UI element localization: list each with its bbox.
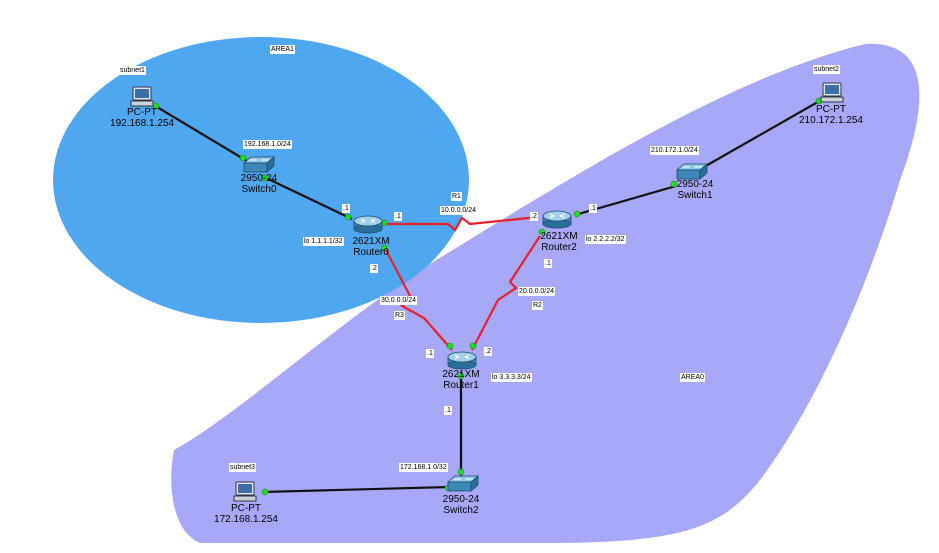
switch1-name: Switch1 xyxy=(677,190,713,201)
lan2-network-label: 172.168.1.0/32 xyxy=(399,463,448,472)
r0-r1-iface: .2 xyxy=(370,264,378,273)
switch1-icon[interactable] xyxy=(676,163,708,181)
pc2-icon[interactable] xyxy=(233,481,257,503)
router0-label: 2621XM Router0 xyxy=(352,236,389,258)
link-router2-router1-serial xyxy=(471,235,541,351)
subnet1-label: subnet1 xyxy=(119,66,146,75)
link-router0-router1-serial xyxy=(385,249,453,351)
r1-network-label: 10.0.0.0/24 xyxy=(440,206,478,215)
switch2-model: 2950-24 xyxy=(442,494,480,505)
r1-r2-iface: .2 xyxy=(484,347,492,356)
pc2-name: 172.168.1.254 xyxy=(214,514,278,525)
port-led xyxy=(261,488,269,496)
switch0-model: 2950-24 xyxy=(240,173,278,184)
switch2-name: Switch2 xyxy=(443,505,479,516)
link-pc2-switch2 xyxy=(261,485,451,494)
r1-r0-iface: .1 xyxy=(426,349,434,358)
router2-name: Router2 xyxy=(541,242,577,253)
switch0-icon[interactable] xyxy=(243,156,275,174)
r2-network-label: 20.0.0.0/24 xyxy=(518,287,556,296)
lan0-network-label: 192.168.1.0/24 xyxy=(243,140,292,149)
r3-network-label: 30.0.0.0/24 xyxy=(380,296,418,305)
switch1-model: 2950-24 xyxy=(676,179,714,190)
router1-icon[interactable] xyxy=(447,350,477,370)
router2-label: 2621XM Router2 xyxy=(540,231,577,253)
port-led xyxy=(670,180,678,188)
switch0-label: 2950-24 Switch0 xyxy=(241,173,278,195)
r2-r1-iface: .1 xyxy=(544,259,552,268)
area1-label: AREA1 xyxy=(270,45,295,54)
port-led xyxy=(457,468,465,476)
router0-name: Router0 xyxy=(353,247,389,258)
switch0-name: Switch0 xyxy=(241,184,277,195)
pc1-icon[interactable] xyxy=(820,82,844,104)
link-pc0-switch0 xyxy=(151,103,248,162)
port-led xyxy=(261,174,269,182)
r2-link-name: R2 xyxy=(532,301,543,310)
router2-icon[interactable] xyxy=(542,209,572,229)
r2-switch-iface: .1 xyxy=(589,204,597,213)
pc0-label: PC-PT 192.168.1.254 xyxy=(110,107,174,129)
router1-model: 2621XM xyxy=(442,369,480,380)
port-led xyxy=(538,228,546,236)
area0-label: AREA0 xyxy=(680,373,705,382)
router2-loopback: lo 2.2.2.2/32 xyxy=(585,235,626,244)
router0-loopback: lo 1.1.1.1/32 xyxy=(303,237,344,246)
switch1-label: 2950-24 Switch1 xyxy=(677,179,714,201)
router1-label: 2621XM Router1 xyxy=(442,369,479,391)
r1-switch-iface: .1 xyxy=(444,406,452,415)
switch2-icon[interactable] xyxy=(447,475,479,493)
r0-switch-iface: .1 xyxy=(342,204,350,213)
pc0-model: PC-PT xyxy=(126,107,157,118)
link-switch1-pc1 xyxy=(689,98,824,176)
link-router0-router2-serial xyxy=(380,215,539,232)
pc1-name: 210.172.1.254 xyxy=(799,115,863,126)
subnet2-label: subnet2 xyxy=(813,65,840,74)
r2-r0-iface: .2 xyxy=(530,212,538,221)
pc0-name: 192.168.1.254 xyxy=(110,118,174,129)
router0-icon[interactable] xyxy=(353,214,383,234)
port-led xyxy=(446,342,454,350)
router0-model: 2621XM xyxy=(352,236,390,247)
router1-loopback: lo 3.3.3.3/24 xyxy=(491,373,532,382)
port-led xyxy=(573,210,581,218)
subnet3-label: subnet3 xyxy=(229,463,256,472)
lan1-network-label: 210.172.1.0/24 xyxy=(650,146,699,155)
router1-name: Router1 xyxy=(443,380,479,391)
port-led xyxy=(239,154,247,162)
pc2-label: PC-PT 172.168.1.254 xyxy=(214,503,278,525)
pc1-model: PC-PT xyxy=(815,104,846,115)
r1-link-name: R1 xyxy=(451,192,462,201)
r3-link-name: R3 xyxy=(394,311,405,320)
port-led xyxy=(457,372,465,380)
port-led xyxy=(380,244,388,252)
pc0-icon[interactable] xyxy=(130,86,154,108)
port-led xyxy=(469,342,477,350)
r0-r2-iface: .1 xyxy=(394,212,402,221)
router2-model: 2621XM xyxy=(540,231,578,242)
pc2-model: PC-PT xyxy=(230,503,261,514)
pc1-label: PC-PT 210.172.1.254 xyxy=(799,104,863,126)
link-switch0-router0 xyxy=(261,175,353,220)
port-led xyxy=(344,213,352,221)
switch2-label: 2950-24 Switch2 xyxy=(443,494,480,516)
